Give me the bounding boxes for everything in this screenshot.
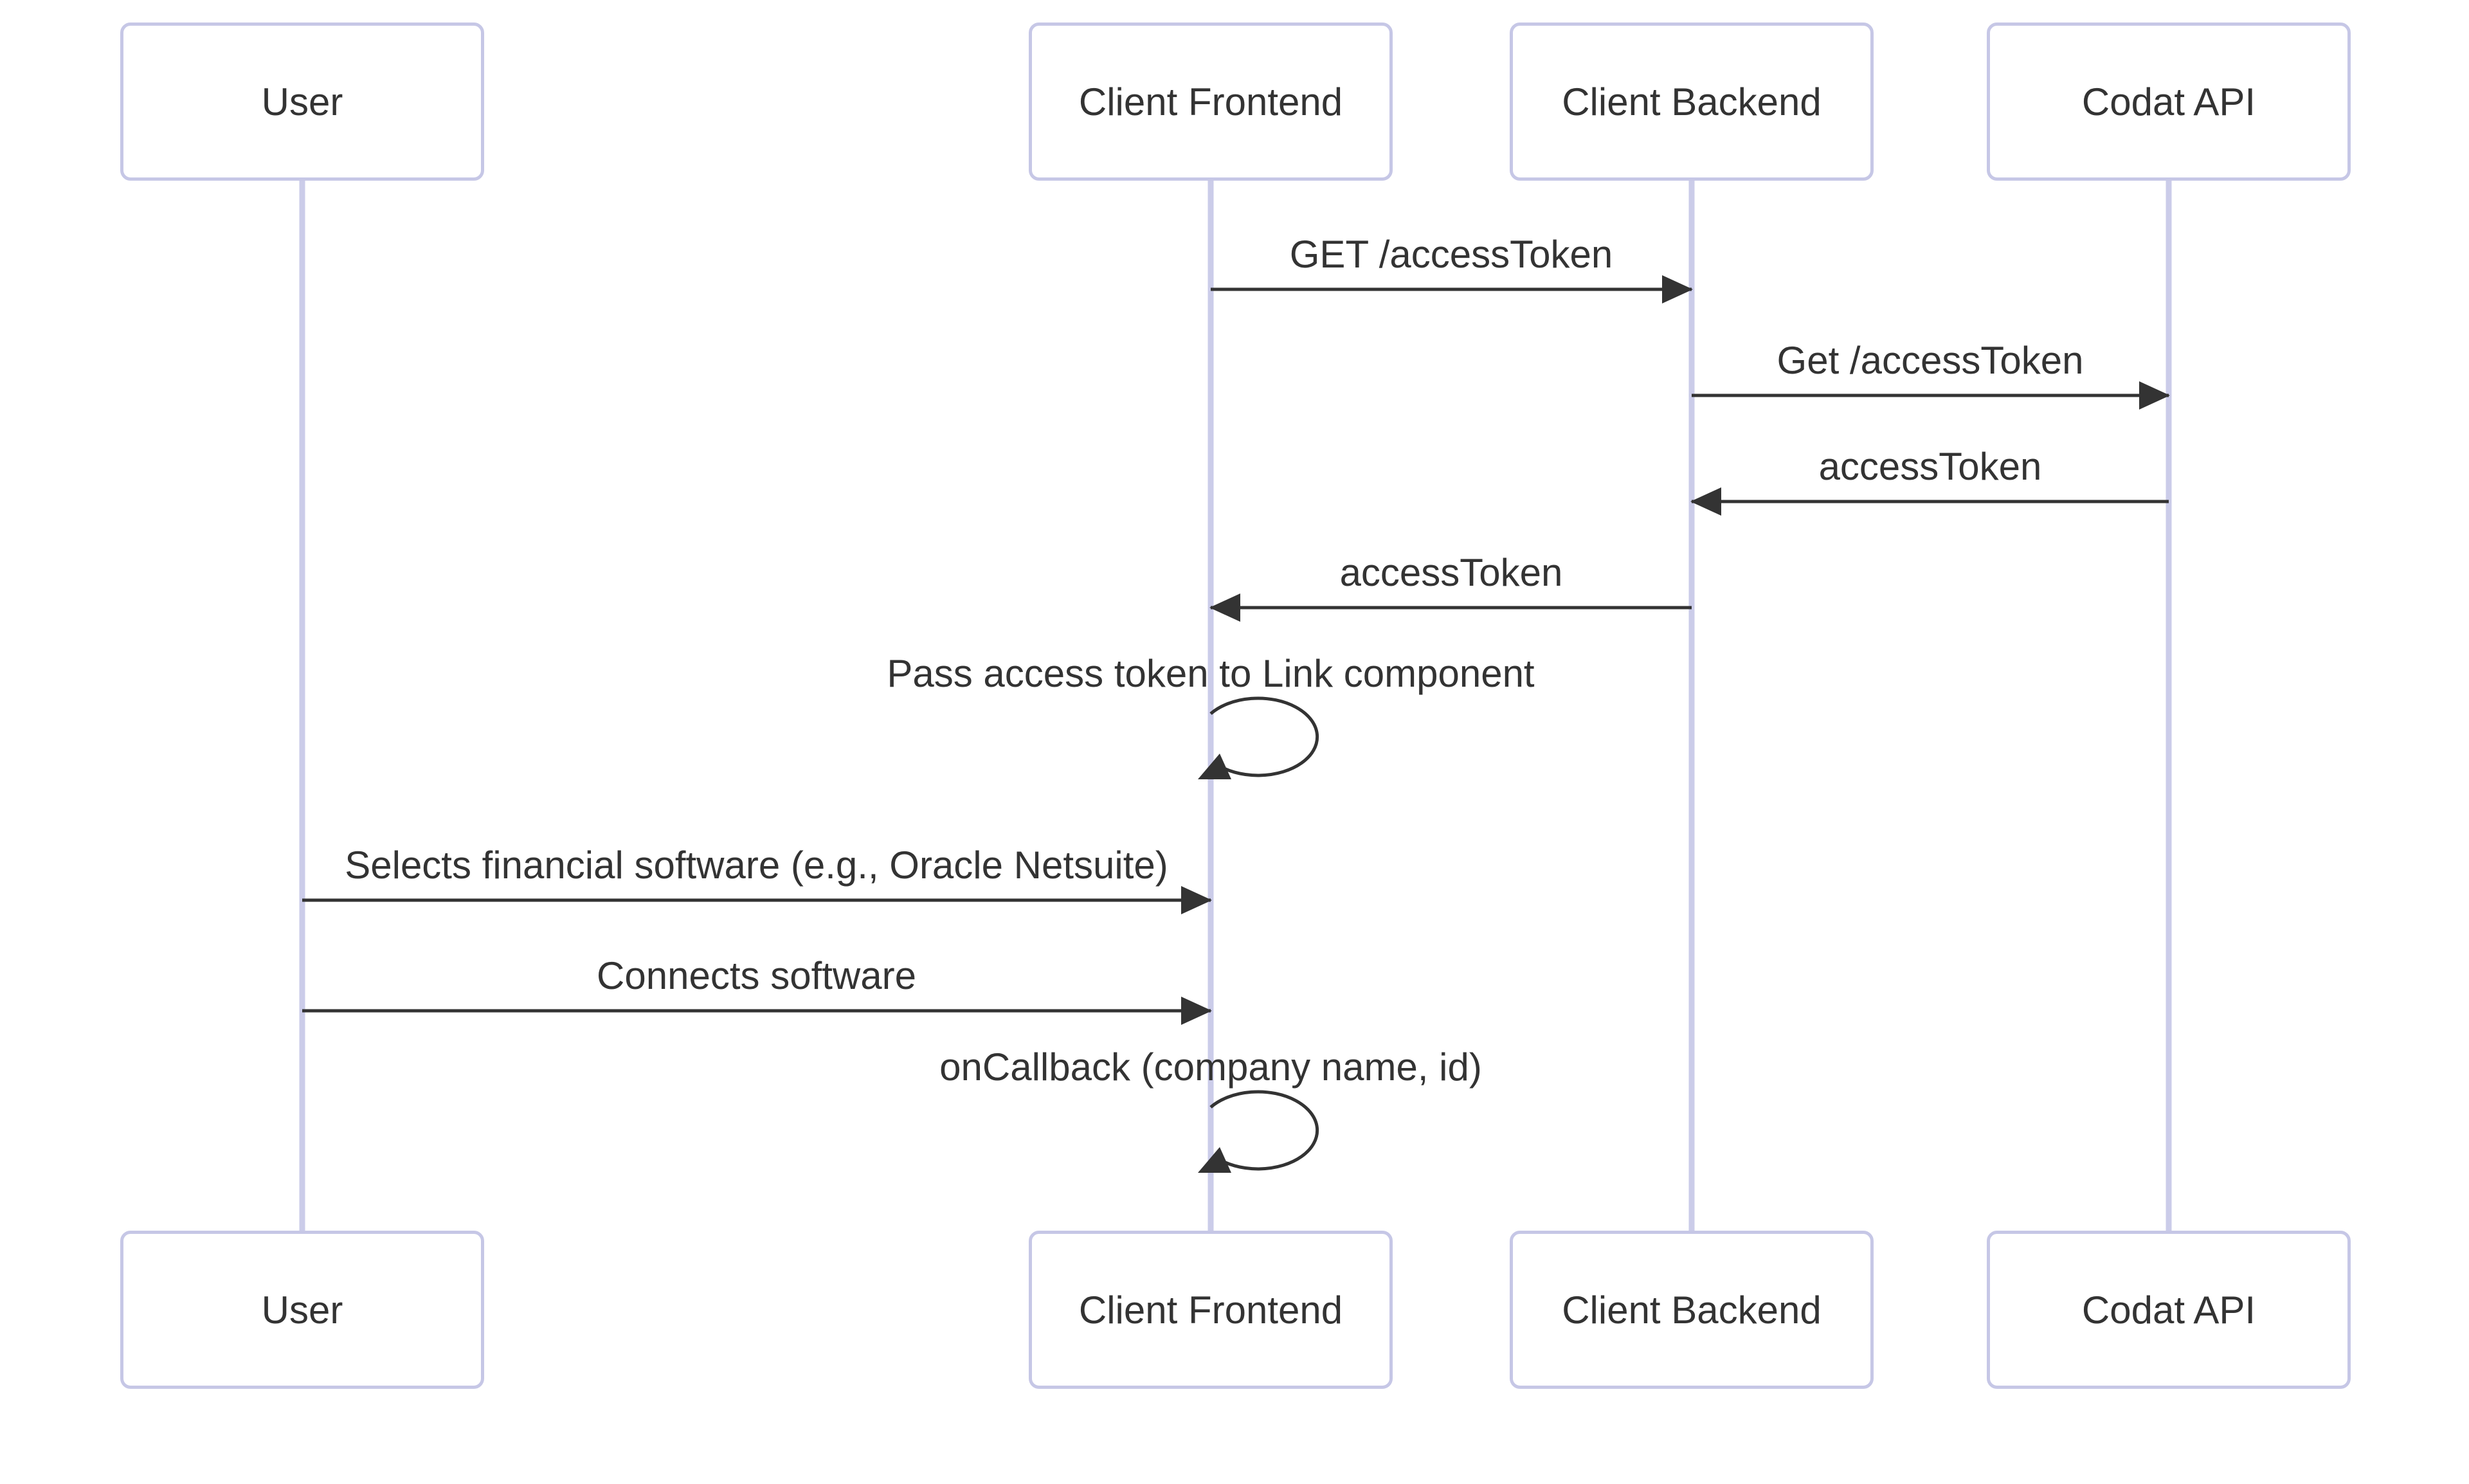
actor-bottom-client-frontend: Client Frontend: [1029, 1231, 1393, 1389]
actor-top-user-label: User: [261, 80, 343, 123]
actor-top-user: User: [120, 23, 484, 181]
actor-bottom-codat-api-label: Codat API: [2081, 1288, 2256, 1332]
actor-top-codat-api-label: Codat API: [2081, 80, 2256, 123]
message-selects-financial-software: Selects financial software (e.g., Oracle…: [345, 844, 1168, 887]
message-oncallback-self-loop: onCallback (company name, id): [939, 1045, 1482, 1089]
actor-top-client-frontend-label: Client Frontend: [1078, 80, 1343, 123]
actor-bottom-client-frontend-label: Client Frontend: [1078, 1288, 1343, 1332]
self-loop-arrowhead-7: [1198, 1147, 1231, 1173]
actor-bottom-codat-api: Codat API: [1987, 1231, 2351, 1389]
message-connects-software: Connects software: [597, 954, 916, 997]
self-loop-arc-4: [1209, 696, 1319, 777]
actor-top-client-backend-label: Client Backend: [1562, 80, 1822, 123]
message-pass-access-token-self-loop: Pass access token to Link component: [887, 652, 1535, 695]
actor-top-client-backend: Client Backend: [1510, 23, 1874, 181]
actor-bottom-user: User: [120, 1231, 484, 1389]
message-accesstoken-codat-to-backend: accessToken: [1818, 445, 2042, 488]
actor-bottom-client-backend-label: Client Backend: [1562, 1288, 1822, 1332]
message-accesstoken-backend-to-frontend: accessToken: [1339, 551, 1563, 594]
actor-top-codat-api: Codat API: [1987, 23, 2351, 181]
message-get-accesstoken-frontend-to-backend: GET /accessToken: [1289, 233, 1613, 276]
actor-bottom-user-label: User: [261, 1288, 343, 1332]
actor-bottom-client-backend: Client Backend: [1510, 1231, 1874, 1389]
self-loop-arc-7: [1209, 1090, 1319, 1171]
self-loop-arrowhead-4: [1198, 754, 1231, 779]
message-get-accesstoken-backend-to-codat: Get /accessToken: [1777, 339, 2084, 382]
actor-top-client-frontend: Client Frontend: [1029, 23, 1393, 181]
